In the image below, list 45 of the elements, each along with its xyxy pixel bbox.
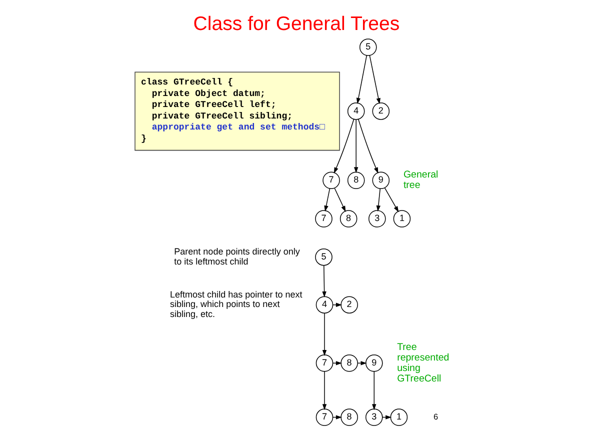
arrow: [358, 119, 378, 174]
node-circle: 8: [339, 210, 357, 228]
arrow: [334, 188, 346, 212]
node-circle: 7: [322, 172, 340, 190]
node-circle: 9: [372, 172, 390, 190]
arrow: [356, 361, 366, 366]
arrow: [356, 55, 367, 104]
arrow: [384, 188, 398, 212]
node-circle: 2: [340, 296, 358, 314]
arrow: [332, 415, 342, 420]
node-circle: 3: [365, 408, 382, 426]
node-circle: 4: [315, 296, 333, 314]
arrow: [353, 119, 358, 174]
node-circle: 1: [390, 408, 408, 426]
arrow: [324, 188, 330, 212]
node-circle: 9: [365, 354, 382, 372]
arrow: [322, 312, 326, 356]
node-circle: 7: [315, 408, 333, 426]
arrow: [333, 119, 354, 174]
arrow: [322, 265, 326, 298]
node-circle: 7: [314, 210, 332, 228]
node-circle: 8: [340, 408, 358, 426]
label: Parent node points directly only to its leftmost child: [174, 246, 300, 266]
arrow: [332, 302, 342, 307]
node-box: class GTreeCell { private Object datum; private GTreeCell left; private GTreeCell sibling; appropriate get and set methods□ }: [134, 72, 340, 151]
diagram-title: Class for General Trees: [192, 12, 400, 35]
label: Tree represented using GTreeCell: [396, 342, 449, 384]
arrow: [376, 188, 380, 212]
node-circle: 7: [315, 354, 333, 372]
arrow: [368, 55, 380, 104]
node-circle: 5: [358, 38, 376, 56]
label: 6: [433, 412, 438, 422]
label: Leftmost child has pointer to next sibling, which points to next sibling, etc.: [169, 289, 302, 319]
arrow: [322, 371, 326, 410]
arrow: [382, 415, 392, 420]
node-circle: 5: [314, 248, 332, 266]
label: General tree: [402, 170, 438, 192]
arrow: [332, 361, 342, 366]
node-circle: 8: [346, 172, 364, 190]
arrow: [372, 371, 376, 410]
node-circle: 2: [372, 102, 390, 120]
node-circle: 1: [392, 210, 410, 228]
node-circle: 4: [346, 102, 364, 120]
node-circle: 8: [340, 354, 358, 372]
node-circle: 3: [368, 210, 386, 228]
